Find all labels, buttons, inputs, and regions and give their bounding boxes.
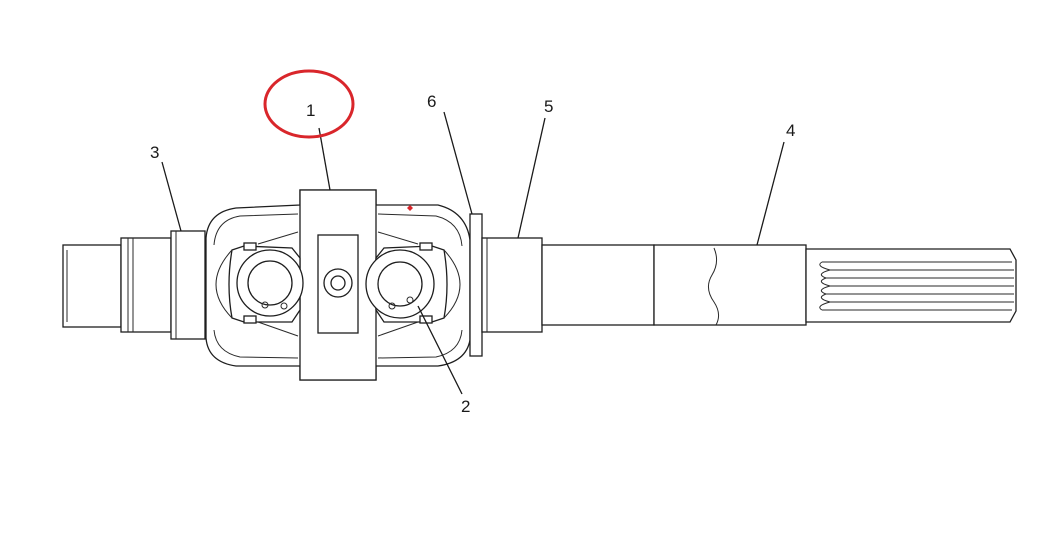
shaft-part-4	[541, 244, 1017, 326]
left-bearing-cap	[215, 231, 304, 337]
right-bearing-cap	[365, 231, 461, 337]
ring-part-3	[170, 230, 206, 340]
red-marker-dot	[407, 205, 413, 211]
callout-label-5: 5	[544, 97, 553, 116]
leader-lines	[161, 111, 785, 395]
left-hub	[62, 237, 172, 333]
highlight-circle	[263, 69, 355, 139]
callout-label-1: 1	[306, 101, 315, 120]
bushing-part-5	[481, 237, 543, 333]
callout-label-6: 6	[427, 92, 436, 111]
leader-2	[417, 305, 463, 395]
grease-fitting	[323, 268, 353, 298]
leader-4	[756, 141, 785, 246]
plate-part-6	[469, 213, 483, 357]
leader-5	[517, 117, 546, 239]
leader-1	[318, 127, 331, 191]
leader-3	[161, 161, 182, 232]
callout-label-3: 3	[150, 143, 159, 162]
callout-label-2: 2	[461, 397, 470, 416]
callout-label-4: 4	[786, 121, 795, 140]
leader-6	[443, 111, 473, 215]
